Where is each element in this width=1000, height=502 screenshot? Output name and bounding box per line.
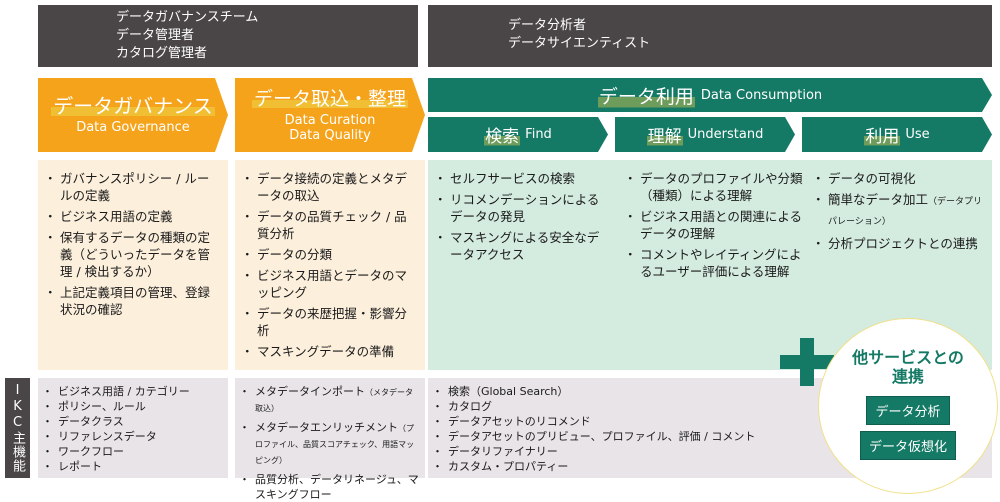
activity-item: データの品質チェック / 品質分析 [241,208,417,242]
ikc-label: IKC主機能 [5,378,30,478]
feature-item: 検索（Global Search） [432,384,986,399]
activities-consumption-panel: セルフサービスの検索 リコメンデーションによるデータの発見 マスキングによる安全… [428,160,992,370]
activities-curation-panel: データ接続の定義とメタデータの取込 データの品質チェック / 品質分析 データの… [235,160,425,370]
subphase-understand: 理解 Understand [615,117,795,152]
phase-consumption: データ利用 Data Consumption [428,78,992,112]
activity-item: マスキングデータの準備 [241,343,417,360]
activity-item: ビジネス用語の定義 [44,208,220,225]
feature-item: メタデータインポート（メタデータ取込） [239,384,419,416]
feature-item: ビジネス用語 / カテゴリー [42,384,222,399]
activity-item: データのプロファイルや分類（種類）による理解 [624,170,804,204]
activity-item: ビジネス用語との関連によるデータの理解 [624,208,804,242]
activity-item: コメントやレイティングによるユーザー評価による理解 [624,246,804,280]
feature-item: カスタム・プロパティー [432,459,986,474]
activity-item: データ接続の定義とメタデータの取込 [241,170,417,204]
subphase-use-en: Use [905,127,930,142]
role-label: データサイエンティスト [508,36,651,51]
activity-item: 上記定義項目の管理、登録状況の確認 [44,284,220,318]
phase-governance: データガバナンス Data Governance [38,78,228,152]
phase-consumption-en: Data Consumption [700,87,823,103]
role-label: データ管理者 [116,28,195,43]
subphase-use-ja: 利用 [864,122,900,147]
phase-governance-en: Data Governance [76,120,190,135]
other-services-title: 他サービスとの 連携 [852,348,964,386]
subphase-find-en: Find [525,127,552,142]
activities-governance-panel: ガバナンスポリシー / ルールの定義 ビジネス用語の定義 保有するデータの種類の… [38,160,228,370]
activity-item: 保有するデータの種類の定義（どういったデータを管理 / 検出するか） [44,229,220,280]
subphase-understand-ja: 理解 [647,122,683,147]
ikc-curation-panel: メタデータインポート（メタデータ取込） メタデータエンリッチメント（プロファイル… [235,378,425,501]
data-analysis-button[interactable]: データ分析 [866,396,950,425]
plus-icon [780,338,834,386]
activity-item: データの分類 [241,246,417,263]
feature-item: メタデータエンリッチメント（プロファイル、品質スコアチェック、用語マッピング） [239,420,419,468]
phase-consumption-ja: データ利用 [598,82,695,109]
phase-curation: データ取込・整理 Data Curation Data Quality [235,78,425,152]
activities-use: データの可視化 簡単なデータ加工（データプリパレーション） 分析プロジェクトとの… [812,170,988,256]
feature-item: レポート [42,459,222,474]
activity-item: データの来歴把握・影響分析 [241,305,417,339]
subphase-find: 検索 Find [428,117,608,152]
ikc-governance-panel: ビジネス用語 / カテゴリー ポリシー、ルール データクラス リファレンスデータ… [38,378,228,478]
activity-item: リコメンデーションによるデータの発見 [434,191,606,225]
roles-consumption-box: データ分析者 データサイエンティスト [428,5,992,67]
feature-item: データアセットのリコメンド [432,414,986,429]
feature-item: カタログ [432,399,986,414]
feature-item: データリファイナリー [432,444,986,459]
role-label: データ分析者 [508,18,587,33]
phase-curation-ja: データ取込・整理 [253,88,406,110]
feature-item: ポリシー、ルール [42,399,222,414]
subphase-understand-en: Understand [687,127,764,142]
phase-curation-en1: Data Curation [284,113,376,128]
role-label: データガバナンスチーム [116,10,259,25]
activity-item: セルフサービスの検索 [434,170,606,187]
roles-governance-box: データガバナンスチーム データ管理者 カタログ管理者 [38,5,418,67]
activity-item: ガバナンスポリシー / ルールの定義 [44,170,220,204]
activity-item: 簡単なデータ加工（データプリパレーション） [812,191,988,231]
data-virtualization-button[interactable]: データ仮想化 [859,431,956,460]
activity-item: データの可視化 [812,170,988,187]
other-services-circle: 他サービスとの 連携 データ分析 データ仮想化 [818,318,998,494]
subphase-use: 利用 Use [802,117,992,152]
subphase-find-ja: 検索 [484,122,520,147]
activities-find: セルフサービスの検索 リコメンデーションによるデータの発見 マスキングによる安全… [434,170,606,267]
activity-item: 分析プロジェクトとの連携 [812,235,988,252]
feature-item: データアセットのプリビュー、プロファイル、評価 / コメント [432,429,986,444]
phase-governance-ja: データガバナンス [53,94,213,118]
phase-curation-en2: Data Quality [289,128,371,143]
activity-item: ビジネス用語とデータのマッピング [241,267,417,301]
feature-item: ワークフロー [42,444,222,459]
activity-item: マスキングによる安全なデータアクセス [434,229,606,263]
feature-item: リファレンスデータ [42,429,222,444]
feature-item: 品質分析、データリネージュ、マスキングフロー [239,472,419,502]
feature-item: データクラス [42,414,222,429]
role-label: カタログ管理者 [116,46,208,61]
activities-understand: データのプロファイルや分類（種類）による理解 ビジネス用語との関連によるデータの… [624,170,804,284]
